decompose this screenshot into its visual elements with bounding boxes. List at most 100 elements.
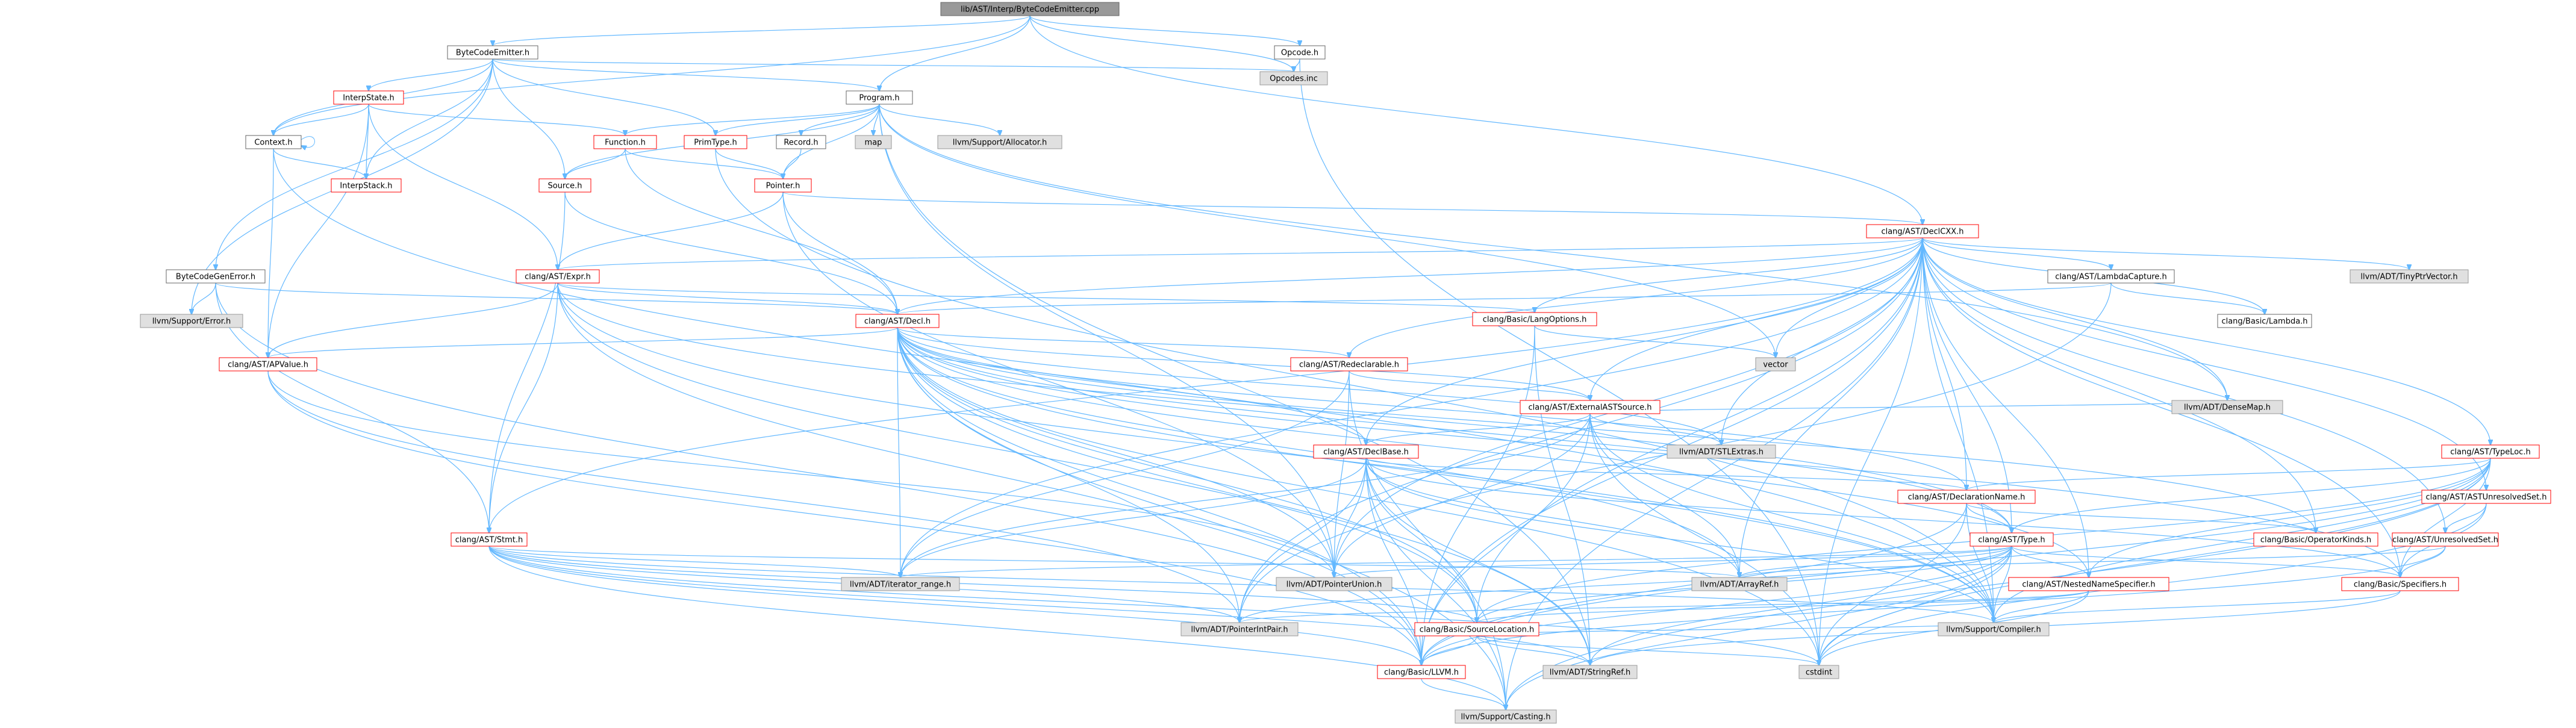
node-box [1667,444,1776,459]
edge-line [492,58,1294,72]
node-label: llvm/ADT/DenseMap.h [2184,403,2271,412]
graph-node-declarationname-h[interactable]: clang/AST/DeclarationName.h [1897,490,2036,504]
edge-line [879,104,1776,358]
node-box [1755,357,1796,372]
graph-node-declcxx-h[interactable]: clang/AST/DeclCXX.h [1866,224,1979,238]
graph-node-decl-h[interactable]: clang/AST/Decl.h [855,314,940,328]
node-box [1313,444,1419,459]
edge-line [1365,458,1994,623]
graph-node-redeclarable-h[interactable]: clang/AST/Redeclarable.h [1290,357,1408,372]
edge-line [558,237,1923,270]
graph-node-langoptions-h[interactable]: clang/Basic/LangOptions.h [1472,312,1597,326]
edge-line [1366,237,1923,445]
graph-node-primtype-h[interactable]: PrimType.h [684,135,747,149]
graph-node-root[interactable]: lib/AST/Interp/ByteCodeEmitter.cpp [940,2,1120,16]
dependency-edge [1299,58,1819,665]
node-box [855,314,940,328]
edge-line [2089,458,2491,577]
graph-node-expr-h[interactable]: clang/AST/Expr.h [516,269,600,284]
dependency-edge [1922,237,2445,533]
graph-node-function-h[interactable]: Function.h [593,135,657,149]
dependency-edge [1589,413,1721,445]
edge-line [1365,458,1477,623]
graph-node-astunresolvedset-h[interactable]: clang/AST/ASTUnresolvedSet.h [2421,490,2551,504]
graph-node-bce-h[interactable]: ByteCodeEmitter.h [447,45,538,60]
graph-node-externalastsource-h[interactable]: clang/AST/ExternalASTSource.h [1520,400,1661,414]
dependency-edge [1365,458,2400,577]
graph-node-lambda-h[interactable]: clang/Basic/Lambda.h [2217,314,2312,328]
dependency-edge [1029,15,1300,46]
dependency-edge [493,15,1031,46]
graph-node-opcode-h[interactable]: Opcode.h [1274,45,1326,60]
edge-line [488,546,1994,623]
edge-line [273,148,1994,623]
edge-line [625,148,897,314]
edge-line [1334,546,2012,577]
graph-node-nestednamespecifier-h[interactable]: clang/AST/NestedNameSpecifier.h [2008,577,2169,591]
dependency-edge [897,282,2112,314]
graph-node-pointer-h[interactable]: Pointer.h [754,178,812,193]
dependency-edge [268,327,898,358]
graph-node-operatorkinds-h[interactable]: clang/Basic/OperatorKinds.h [2253,532,2378,547]
edge-line [897,327,1819,665]
dependency-edge [1477,237,1923,623]
graph-node-specifiers-h[interactable]: clang/Basic/Specifiers.h [2341,577,2459,591]
graph-node-apvalue-h[interactable]: clang/AST/APValue.h [219,357,317,372]
edge-line [492,58,716,135]
graph-node-lambdacapture-h[interactable]: clang/AST/LambdaCapture.h [2047,269,2175,284]
dependency-edge [267,370,1240,623]
node-label: vector [1763,361,1788,370]
edge-line [557,282,1994,623]
graph-node-record-h[interactable]: Record.h [776,135,826,149]
node-label: clang/AST/Decl.h [864,317,931,326]
edge-line [1590,546,2012,665]
graph-node-bcgenerror-h[interactable]: ByteCodeGenError.h [166,269,266,284]
edge-line [267,370,1240,623]
dependency-edge [488,546,1421,665]
edge-line [897,327,1966,490]
dependency-edge [1922,237,2089,577]
dependency-edge [2110,282,2265,314]
node-label: clang/AST/UnresolvedSet.h [2392,536,2498,545]
edge-line [897,327,1477,623]
graph-node-unresolvedset-h[interactable]: clang/AST/UnresolvedSet.h [2392,532,2499,547]
dependency-edge [897,327,1819,665]
node-label: llvm/ADT/STLExtras.h [1679,448,1764,457]
graph-node-source-h[interactable]: Source.h [538,178,591,193]
dependency-edge [1349,370,1506,710]
dependency-edge [1240,458,1367,623]
dependency-edge [273,15,1031,135]
dependency-edge [488,546,1590,665]
dependency-edge [1590,546,2012,665]
edge-line [369,58,493,91]
dependency-edge [1506,546,2012,710]
graph-node-interpstate-h[interactable]: InterpState.h [333,90,404,105]
edge-line [492,58,565,179]
graph-node-declbase-h[interactable]: clang/AST/DeclBase.h [1313,444,1419,459]
graph-node-type-h[interactable]: clang/AST/Type.h [1969,532,2054,547]
dependency-edge [782,191,1334,577]
node-label: Pointer.h [766,182,800,191]
edge-line [1922,237,2409,270]
dependency-edge [1819,237,1923,665]
edge-line [1922,237,2486,490]
edge-line [368,104,558,270]
dependency-edge [1589,400,2227,414]
edge-line [2110,282,2265,314]
graph-node-sourcelocation-h[interactable]: clang/Basic/SourceLocation.h [1414,622,1539,636]
graph-node-context-h[interactable]: Context.h [245,135,302,149]
graph-node-interpstack-h[interactable]: InterpStack.h [331,178,402,193]
dependency-edge [492,58,716,135]
graph-node-program-h[interactable]: Program.h [846,90,913,105]
graph-node-stmt-h[interactable]: clang/AST/Stmt.h [451,532,528,547]
dependency-edge [879,104,1776,358]
edge-line [493,15,1031,46]
graph-node-llvm-h[interactable]: clang/Basic/LLVM.h [1377,665,1466,679]
node-box [245,135,302,149]
node-label: clang/AST/DeclarationName.h [1908,493,2026,502]
dependency-edge [369,58,493,91]
edge-line [273,104,369,135]
graph-node-typeloc-h[interactable]: clang/AST/TypeLoc.h [2441,444,2540,459]
edge-line [267,370,1421,665]
node-box [2392,532,2499,547]
